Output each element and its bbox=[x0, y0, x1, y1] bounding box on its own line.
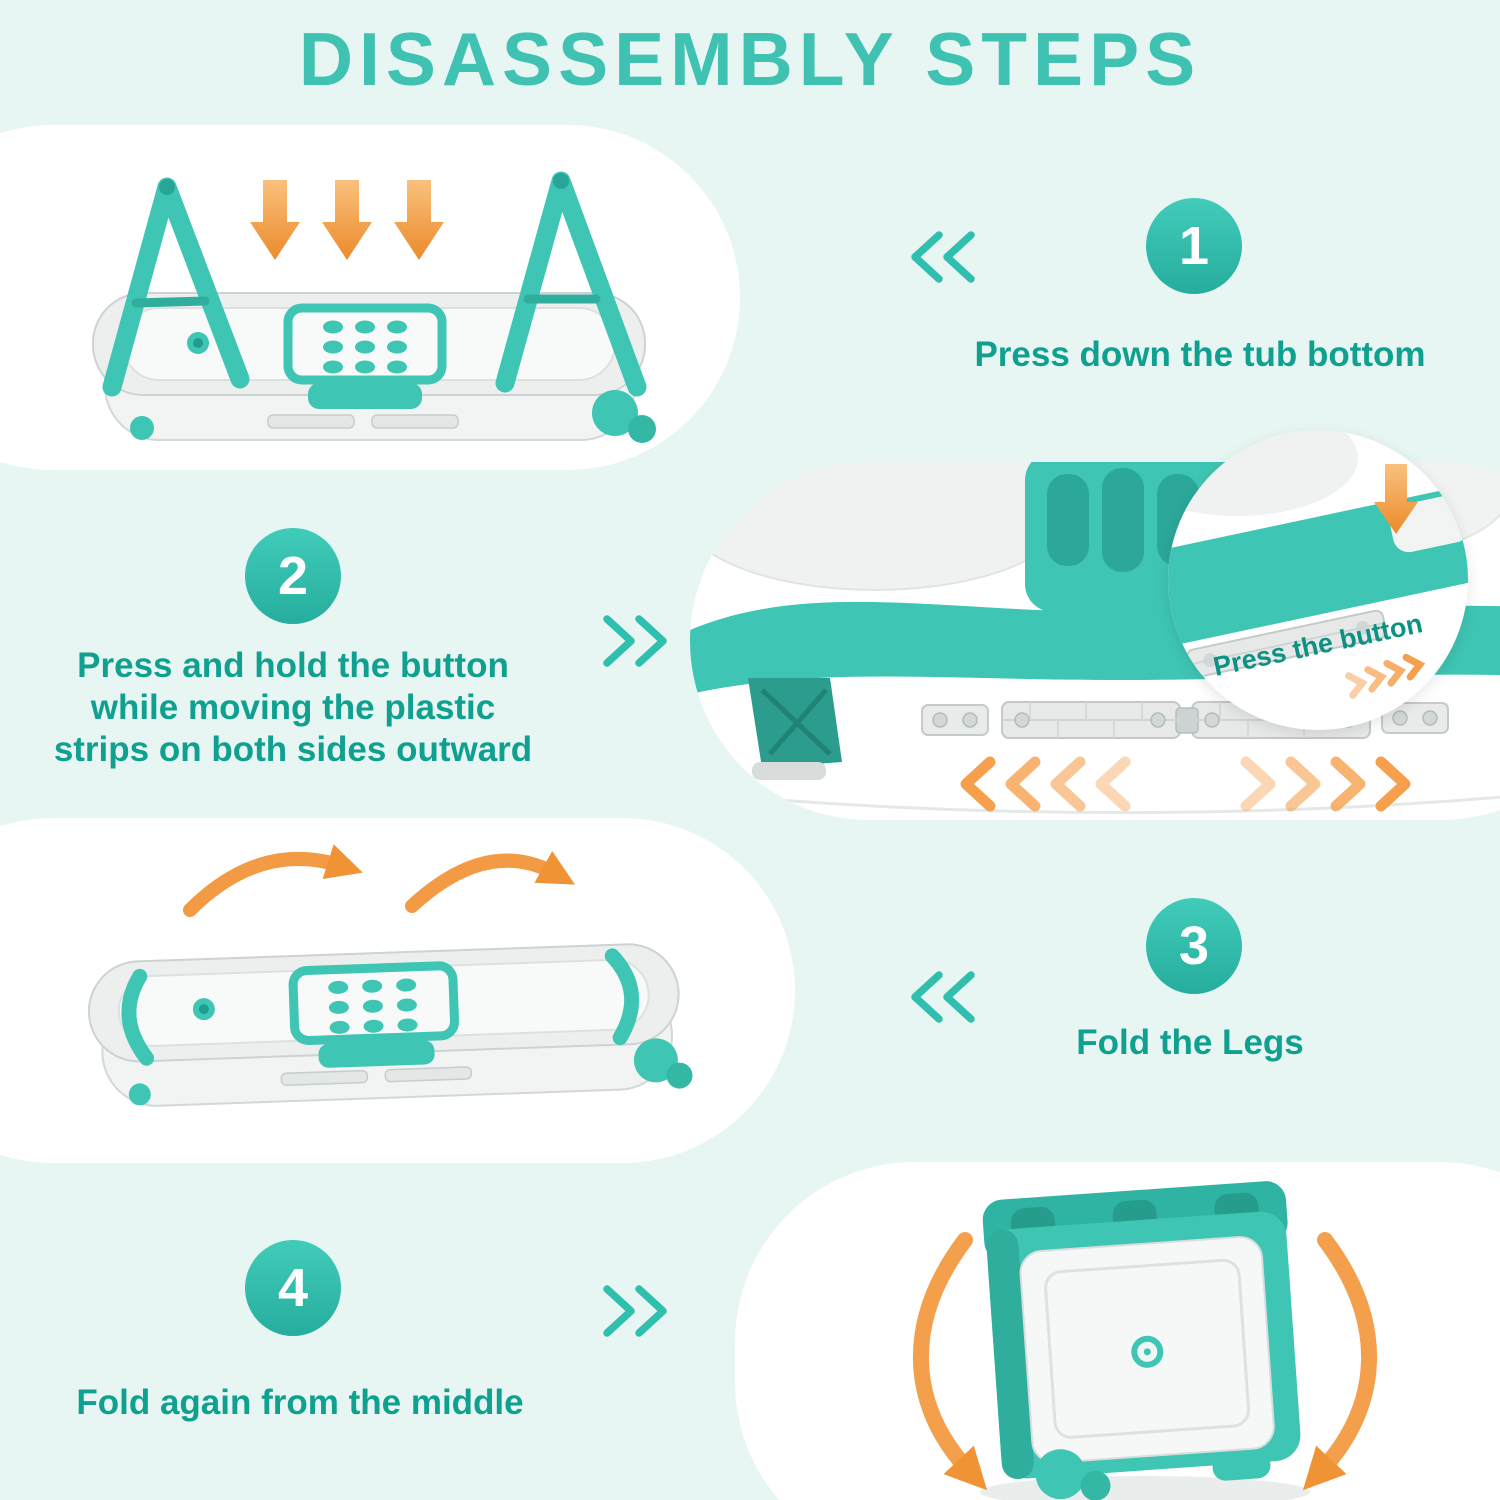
step4-caption: Fold again from the middle bbox=[76, 1383, 524, 1422]
page-title: DISASSEMBLY STEPS bbox=[298, 17, 1202, 101]
chevron-double-left-icon bbox=[905, 968, 983, 1026]
inset-slide-chevrons-icon bbox=[1345, 653, 1426, 699]
step2-caption: Press and hold the button while moving t… bbox=[53, 646, 533, 769]
step1-number-badge: 1 bbox=[1146, 198, 1242, 294]
press-down-arrows-icon bbox=[250, 180, 444, 260]
slide-outward-chevrons-icon bbox=[960, 756, 1411, 812]
step3-number-badge: 3 bbox=[1146, 898, 1242, 994]
folded-tub bbox=[982, 1181, 1301, 1500]
tub-body-folded-handles bbox=[87, 943, 693, 1107]
step4-number-badge: 4 bbox=[245, 1240, 341, 1336]
step4-folded-tub-illustration bbox=[912, 1181, 1378, 1500]
step3-caption: Fold the Legs bbox=[1076, 1023, 1304, 1062]
press-button-inset: Press the button bbox=[1168, 430, 1468, 730]
fold-middle-arrows-icon bbox=[912, 1232, 1378, 1491]
step1-image-panel bbox=[0, 125, 740, 470]
chevron-double-left-icon bbox=[905, 228, 983, 286]
chevron-double-right-icon bbox=[595, 1282, 673, 1340]
step3-image-panel bbox=[0, 818, 795, 1163]
fold-handles-arrows-icon bbox=[183, 844, 576, 917]
step2-number-badge: 2 bbox=[245, 528, 341, 624]
step3-tub-illustration bbox=[87, 844, 693, 1107]
step4-image-panel bbox=[735, 1162, 1500, 1500]
tub-body bbox=[92, 292, 656, 443]
step1-tub-illustration bbox=[92, 171, 656, 443]
chevron-double-right-icon bbox=[595, 612, 673, 670]
press-button-inset-illustration bbox=[1168, 430, 1468, 699]
step1-caption: Press down the tub bottom bbox=[974, 335, 1426, 374]
press-arrow-icon bbox=[1374, 464, 1418, 534]
